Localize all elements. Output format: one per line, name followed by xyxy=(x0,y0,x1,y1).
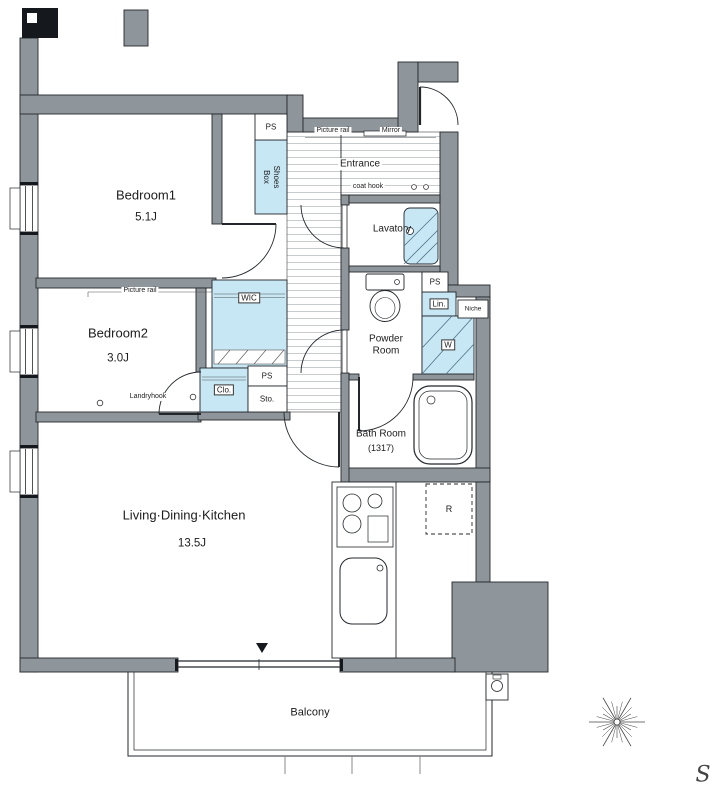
pipe-space-label-middle: PS xyxy=(261,371,273,381)
mirror-label: Mirror xyxy=(379,126,403,136)
wic-label: WIC xyxy=(238,292,260,304)
bedroom2-label: Bedroom2 xyxy=(88,325,148,341)
door-bedroom2 xyxy=(158,371,202,415)
niche-box xyxy=(457,299,489,319)
corner-block xyxy=(22,8,149,47)
picture-rail-label-entrance: Picture rail xyxy=(314,126,352,136)
door-lavatory xyxy=(300,204,348,249)
door-bedroom1 xyxy=(221,223,277,279)
window-balcony xyxy=(175,643,343,671)
shoes-box-label: Shoes Box xyxy=(262,165,281,189)
balcony-drain-box xyxy=(485,673,509,701)
pipe-space-top xyxy=(254,113,288,141)
door-entrance xyxy=(418,86,459,126)
unit-walls xyxy=(19,37,549,673)
coat-hook-symbol xyxy=(411,184,417,190)
pipe-space-label-right: PS xyxy=(429,277,441,287)
opening-direction-marker xyxy=(256,643,268,653)
washer-label: W xyxy=(441,339,455,351)
compass-s-mark: S xyxy=(695,762,711,788)
bedroom2-area: 3.0J xyxy=(107,352,129,365)
window-bedroom1 xyxy=(9,182,39,235)
compass-star xyxy=(589,697,645,747)
bathtub xyxy=(413,385,473,465)
coat-hook-symbol xyxy=(423,184,429,190)
windows xyxy=(9,182,343,671)
window-bedroom2 xyxy=(9,325,39,378)
lavatory-label: Lavatory xyxy=(372,223,412,235)
refrigerator-label: R xyxy=(445,503,453,514)
bedroom1-label: Bedroom1 xyxy=(116,187,176,203)
balcony-label: Balcony xyxy=(290,706,330,719)
entrance-label: Entrance xyxy=(337,158,383,170)
lavatory-sink xyxy=(403,207,439,265)
bath-room-label: Bath Room xyxy=(355,428,407,440)
ldk-area: 13.5J xyxy=(177,537,207,550)
ldk-label: Living·Dining·Kitchen xyxy=(122,507,246,523)
doors xyxy=(158,86,459,468)
kitchen-sink xyxy=(339,557,388,625)
storage-label: Sto. xyxy=(259,394,275,404)
powder-room-label: Powder Room xyxy=(369,333,403,357)
wic-closet xyxy=(211,279,288,369)
refrigerator-outline xyxy=(425,483,473,535)
linen-label: Lin. xyxy=(429,298,449,310)
closet-label: Clo. xyxy=(213,384,235,396)
picture-rail-label-bedroom2: Picture rail xyxy=(121,286,159,296)
pipe-space-right xyxy=(421,271,449,293)
door-powder-room xyxy=(300,329,348,374)
laundry-hook-label: Landryhook xyxy=(127,392,169,402)
storage-box xyxy=(247,385,288,413)
bedroom1-area: 5.1J xyxy=(135,211,157,224)
window-ldk xyxy=(9,445,39,498)
laundry-hook-symbol xyxy=(96,399,104,407)
niche-label: Niche xyxy=(464,305,482,313)
toilet xyxy=(365,273,405,322)
laundry-hook-symbol xyxy=(189,393,197,401)
door-ldk xyxy=(283,411,340,468)
bath-room-size: (1317) xyxy=(367,442,395,453)
stove xyxy=(336,486,394,548)
door-bath-room xyxy=(358,376,414,432)
coat-hook-label: coat hook xyxy=(350,182,386,192)
shoes-box xyxy=(254,139,288,215)
pipe-space-label-top: PS xyxy=(265,122,277,132)
balcony-railing xyxy=(127,672,509,774)
